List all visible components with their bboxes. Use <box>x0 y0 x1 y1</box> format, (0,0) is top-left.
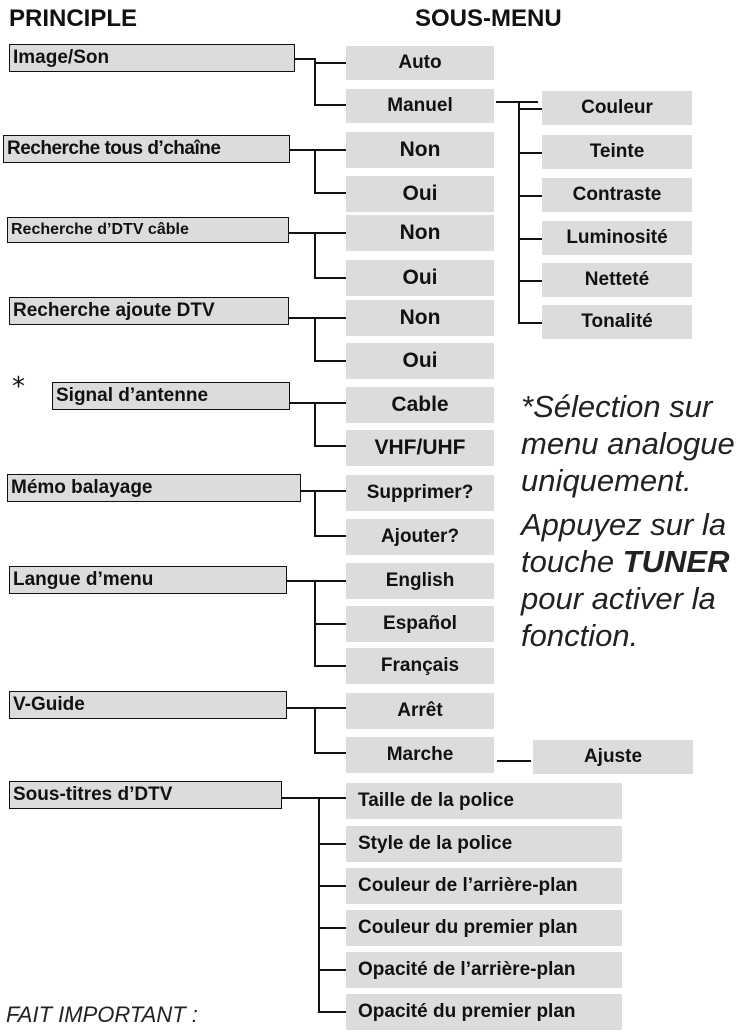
note-line: touche TUNER <box>521 543 729 580</box>
sub-item-espanol: Español <box>346 606 494 642</box>
main-item-v-guide: V-Guide <box>9 691 287 719</box>
connector <box>314 192 346 194</box>
sub-item-cable: Cable <box>346 387 494 423</box>
sub-item-taille-police: Taille de la police <box>346 783 622 819</box>
sub-item-auto: Auto <box>346 46 494 80</box>
sub-item-opacite-premier-plan: Opacité du premier plan <box>346 994 622 1030</box>
note-line: menu analogue <box>521 426 735 461</box>
connector <box>314 58 316 104</box>
note-text: touche <box>521 544 623 579</box>
connector <box>314 490 316 536</box>
connector <box>314 707 316 753</box>
connector <box>518 280 542 282</box>
submenu-header: SOUS-MENU <box>415 5 562 32</box>
sub-option-nettete: Netteté <box>542 263 692 297</box>
connector <box>301 490 346 492</box>
connector <box>314 665 346 667</box>
connector <box>318 969 346 971</box>
sub-item-arret: Arrêt <box>346 693 494 729</box>
main-item-image-son: Image/Son <box>9 44 295 72</box>
connector <box>314 360 346 362</box>
connector <box>282 797 346 799</box>
connector <box>518 238 542 240</box>
main-item-recherche-ajoute: Recherche ajoute DTV <box>9 297 289 325</box>
connector <box>314 277 346 279</box>
connector <box>518 195 542 197</box>
important-note-label: FAIT IMPORTANT : <box>6 1002 198 1027</box>
connector <box>318 927 346 929</box>
main-item-recherche-dtv-cable: Recherche d’DTV câble <box>7 217 289 243</box>
connector <box>287 707 346 709</box>
main-item-langue-menu: Langue d’menu <box>9 566 287 594</box>
sub-option-teinte: Teinte <box>542 135 692 169</box>
connector <box>287 580 346 582</box>
connector <box>314 62 346 64</box>
main-item-memo-balayage: Mémo balayage <box>7 474 301 502</box>
connector <box>318 843 346 845</box>
sub-option-ajuste: Ajuste <box>533 740 693 774</box>
note-line: uniquement. <box>521 463 692 498</box>
note-line: Appuyez sur la <box>521 507 727 542</box>
sub-option-contraste: Contraste <box>542 178 692 212</box>
connector <box>314 104 346 106</box>
sub-option-luminosite: Luminosité <box>542 221 692 255</box>
connector <box>314 317 316 361</box>
connector <box>314 232 316 278</box>
sub-item-non: Non <box>346 300 494 336</box>
connector <box>314 752 346 754</box>
connector <box>518 101 520 324</box>
main-item-sous-titres: Sous-titres d’DTV <box>9 781 282 809</box>
connector <box>290 149 346 151</box>
main-item-recherche-tous: Recherche tous d’chaîne <box>3 135 290 163</box>
connector <box>314 402 316 446</box>
connector <box>318 885 346 887</box>
sub-item-style-police: Style de la police <box>346 826 622 862</box>
sub-item-oui: Oui <box>346 176 494 212</box>
connector <box>290 402 346 404</box>
sub-item-opacite-arriere-plan: Opacité de l’arrière-plan <box>346 952 622 988</box>
connector <box>496 101 538 103</box>
sub-item-couleur-arriere-plan: Couleur de l’arrière-plan <box>346 868 622 904</box>
connector <box>289 317 346 319</box>
connector <box>518 108 542 110</box>
connector <box>314 149 316 193</box>
sub-item-oui: Oui <box>346 343 494 379</box>
main-item-signal-antenne: Signal d’antenne <box>52 382 290 410</box>
connector <box>314 623 346 625</box>
note-line: fonction. <box>521 618 639 653</box>
connector <box>314 535 346 537</box>
sub-item-supprimer: Supprimer? <box>346 475 494 511</box>
sub-item-marche: Marche <box>346 737 494 773</box>
sub-item-manuel: Manuel <box>346 89 494 123</box>
asterisk-marker: * <box>12 372 25 402</box>
connector <box>295 58 315 60</box>
connector <box>318 797 320 1012</box>
sub-option-couleur: Couleur <box>542 91 692 125</box>
sub-option-tonalite: Tonalité <box>542 305 692 339</box>
note-line: *Sélection sur <box>521 389 713 424</box>
sub-item-vhf-uhf: VHF/UHF <box>346 430 494 466</box>
connector <box>314 445 346 447</box>
principle-header: PRINCIPLE <box>9 5 138 32</box>
sub-item-non: Non <box>346 132 494 168</box>
connector <box>497 760 531 762</box>
sub-item-francais: Français <box>346 648 494 684</box>
sub-item-english: English <box>346 563 494 599</box>
sub-item-non: Non <box>346 215 494 251</box>
connector <box>518 322 542 324</box>
sub-item-ajouter: Ajouter? <box>346 519 494 555</box>
sub-item-oui: Oui <box>346 260 494 296</box>
tuner-key-label: TUNER <box>622 544 730 579</box>
connector <box>289 232 346 234</box>
note-line: pour activer la <box>521 581 716 616</box>
sub-item-couleur-premier-plan: Couleur du premier plan <box>346 910 622 946</box>
connector <box>318 1011 346 1013</box>
connector <box>518 152 542 154</box>
